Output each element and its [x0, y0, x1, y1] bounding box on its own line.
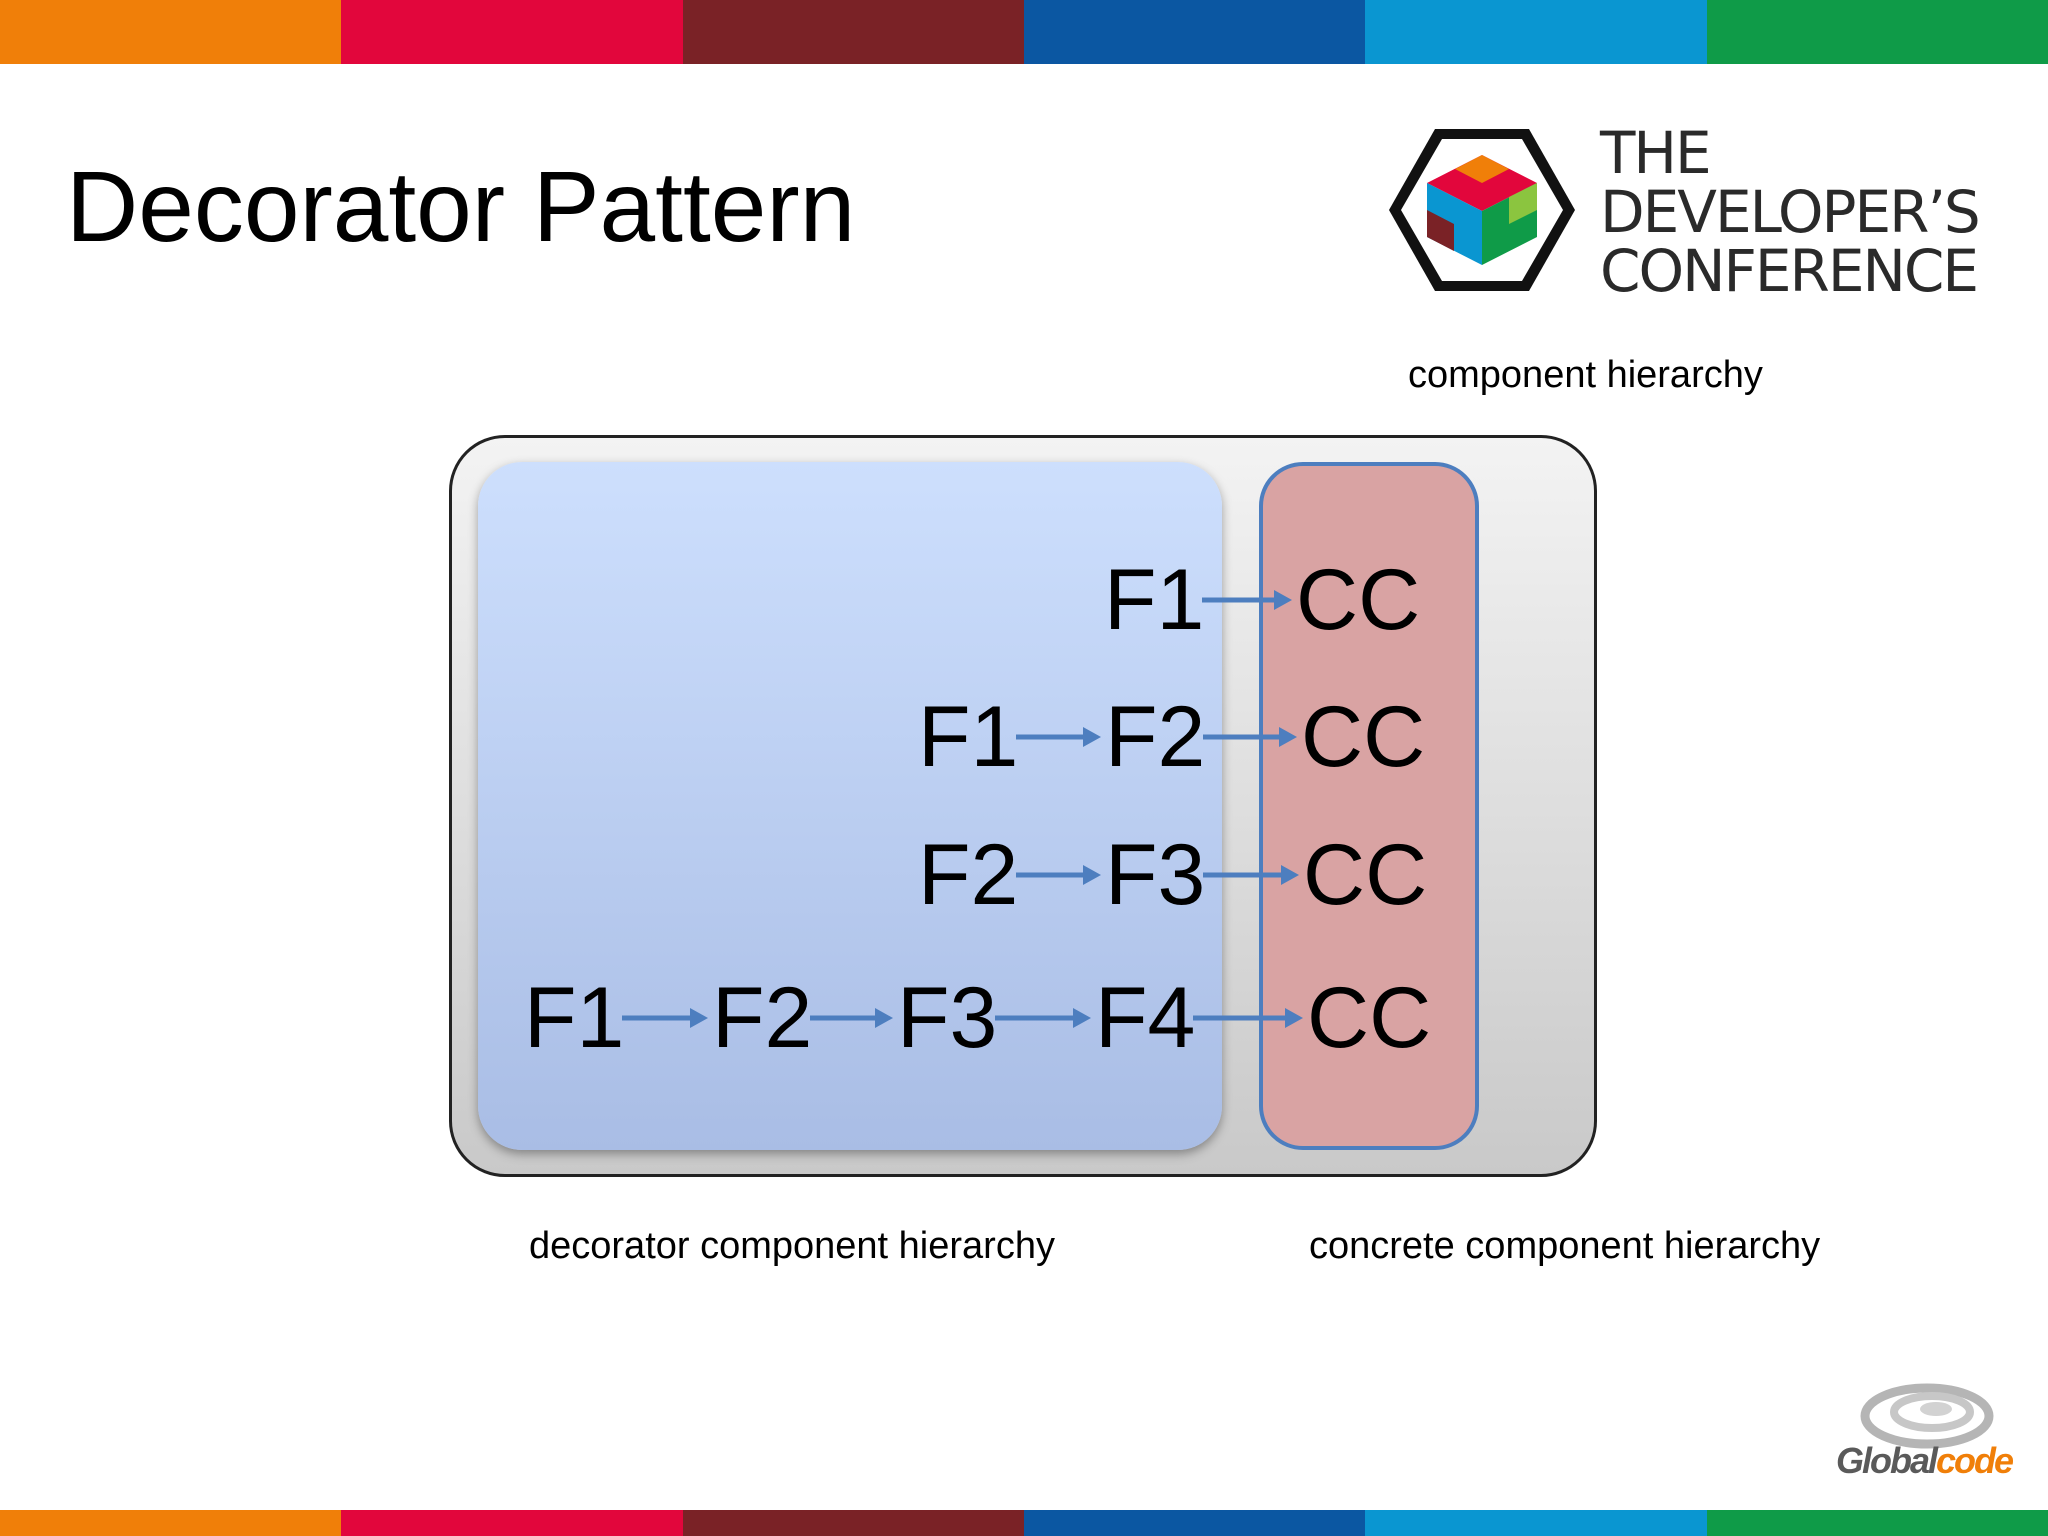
arrow-head	[1274, 590, 1292, 610]
globalcode-swirl-logo	[1860, 1383, 1994, 1449]
globalcode-wordmark-a: Global	[1836, 1440, 1938, 1481]
stripe-segment	[682, 0, 1024, 64]
stripe-segment	[1023, 0, 1366, 64]
decorator-node: F1	[1104, 552, 1205, 648]
arrow-head	[1279, 727, 1297, 747]
stripe-segment	[341, 0, 683, 64]
stripe-segment	[1365, 1510, 1707, 1536]
decorator-region	[478, 462, 1222, 1150]
decorator-node: F2	[918, 827, 1019, 923]
stripe-segment	[682, 1510, 1024, 1536]
decorator-node: F4	[1095, 970, 1196, 1066]
brand-line-2: DEVELOPER’S	[1600, 178, 1981, 246]
arrow-head	[875, 1008, 893, 1028]
developers-conference-cube-logo	[1389, 129, 1575, 291]
brand-line-1: THE	[1600, 119, 1712, 187]
slide-title: Decorator Pattern	[66, 151, 856, 263]
stripe-segment	[1023, 1510, 1366, 1536]
globalcode-wordmark: Globalcode	[1836, 1440, 2014, 1482]
decorator-node: F2	[1105, 689, 1206, 785]
decorator-node: F2	[712, 970, 813, 1066]
stripe-segment	[341, 1510, 683, 1536]
arrow-head	[1083, 727, 1101, 747]
component-hierarchy-caption: component hierarchy	[1408, 354, 1763, 396]
stripe-segment	[0, 0, 342, 64]
globalcode-wordmark-b: code	[1936, 1440, 2014, 1481]
bottom-color-stripe	[0, 1510, 2048, 1536]
concrete-component-region	[1259, 462, 1479, 1150]
decorator-node: F1	[918, 689, 1019, 785]
arrow-head	[1285, 1008, 1303, 1028]
top-color-stripe	[0, 0, 2048, 64]
brand-line-3: CONFERENCE	[1600, 237, 1979, 305]
arrow-head	[1073, 1008, 1091, 1028]
concrete-component-node: CC	[1296, 552, 1421, 648]
concrete-component-node: CC	[1307, 970, 1432, 1066]
stripe-segment	[1706, 1510, 2048, 1536]
decorator-node: F1	[524, 970, 625, 1066]
concrete-hierarchy-caption: concrete component hierarchy	[1309, 1225, 1821, 1267]
arrow-head	[1281, 865, 1299, 885]
decorator-node: F3	[1105, 827, 1206, 923]
decorator-hierarchy-caption: decorator component hierarchy	[529, 1225, 1055, 1267]
stripe-segment	[0, 1510, 342, 1536]
stripe-segment	[1706, 0, 2048, 64]
arrow-head	[690, 1008, 708, 1028]
arrow-head	[1083, 865, 1101, 885]
concrete-component-node: CC	[1303, 827, 1428, 923]
concrete-component-node: CC	[1301, 689, 1426, 785]
stripe-segment	[1365, 0, 1707, 64]
decorator-node: F3	[897, 970, 998, 1066]
